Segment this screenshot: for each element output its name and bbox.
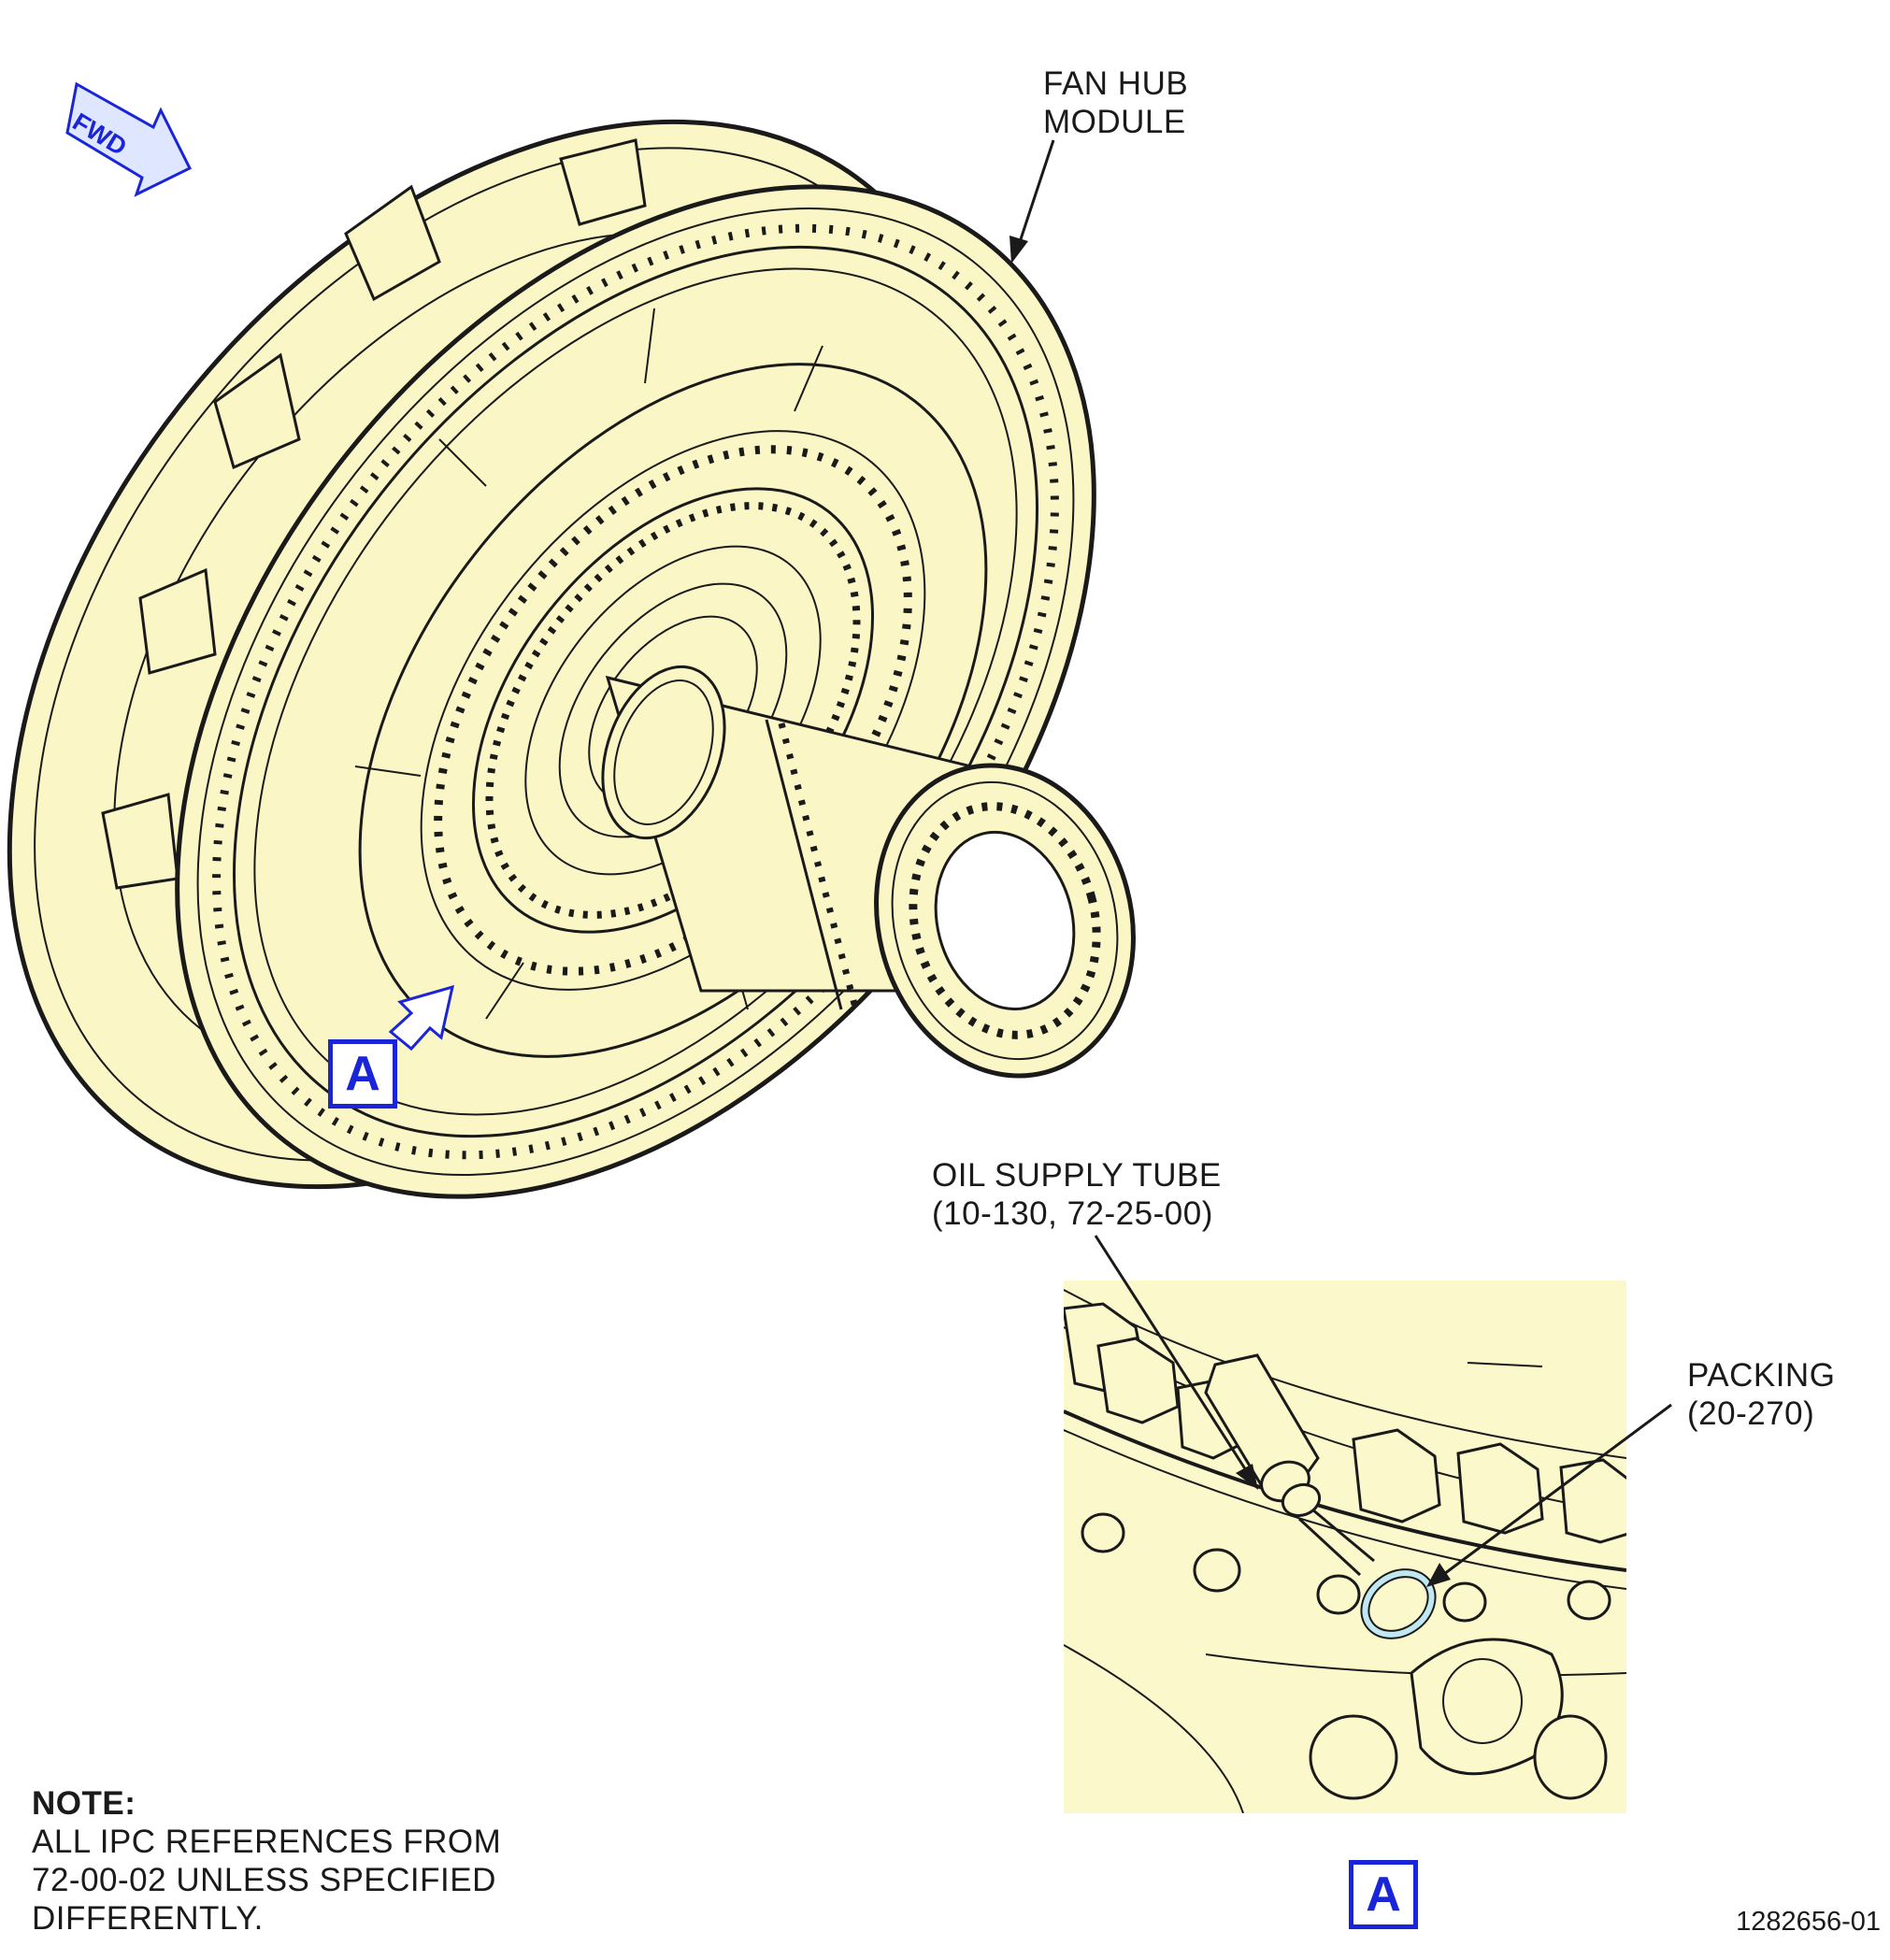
fan-hub-leader <box>1009 139 1055 264</box>
note-line: ALL IPC REFERENCES FROM <box>32 1824 502 1860</box>
packing-leader <box>1426 1403 1672 1587</box>
oil-supply-tube-label: OIL SUPPLY TUBE (10-130, 72-25-00) <box>932 1156 1222 1233</box>
label-line: FAN HUB <box>1043 65 1189 102</box>
label-line: OIL SUPPLY TUBE <box>932 1157 1222 1194</box>
fan-hub-module-label: FAN HUB MODULE <box>1043 64 1188 141</box>
label-line: (10-130, 72-25-00) <box>932 1195 1213 1232</box>
note-line: 72-00-02 UNLESS SPECIFIED <box>32 1862 496 1898</box>
note-title: NOTE: <box>32 1785 136 1822</box>
view-a-arrow-icon <box>388 984 455 1052</box>
label-line: MODULE <box>1043 104 1186 140</box>
nut-row <box>1064 1302 1626 1544</box>
flange-web-cutouts <box>101 138 647 890</box>
view-a-detail-label: A <box>1349 1860 1418 1929</box>
note-line: DIFFERENTLY. <box>32 1900 264 1937</box>
note-block: NOTE: ALL IPC REFERENCES FROM 72-00-02 U… <box>32 1784 501 1938</box>
oil-supply-tube-leader <box>1094 1235 1258 1490</box>
drawing-number: 1282656-01 <box>1736 1907 1881 1937</box>
oil-supply-tube <box>1204 1353 1375 1577</box>
label-line: PACKING <box>1687 1357 1836 1394</box>
bolt-holes <box>1081 1512 1611 1623</box>
shaft-end-flange <box>874 763 1136 1079</box>
lower-boss <box>1309 1638 1608 1800</box>
fwd-arrow-icon <box>65 81 193 197</box>
fan-hub-module <box>7 119 1136 1199</box>
view-a-callout: A <box>328 1039 397 1109</box>
detail-view-a <box>1064 1280 1626 1813</box>
label-line: (20-270) <box>1687 1395 1815 1432</box>
packing-label: PACKING (20-270) <box>1687 1356 1835 1433</box>
